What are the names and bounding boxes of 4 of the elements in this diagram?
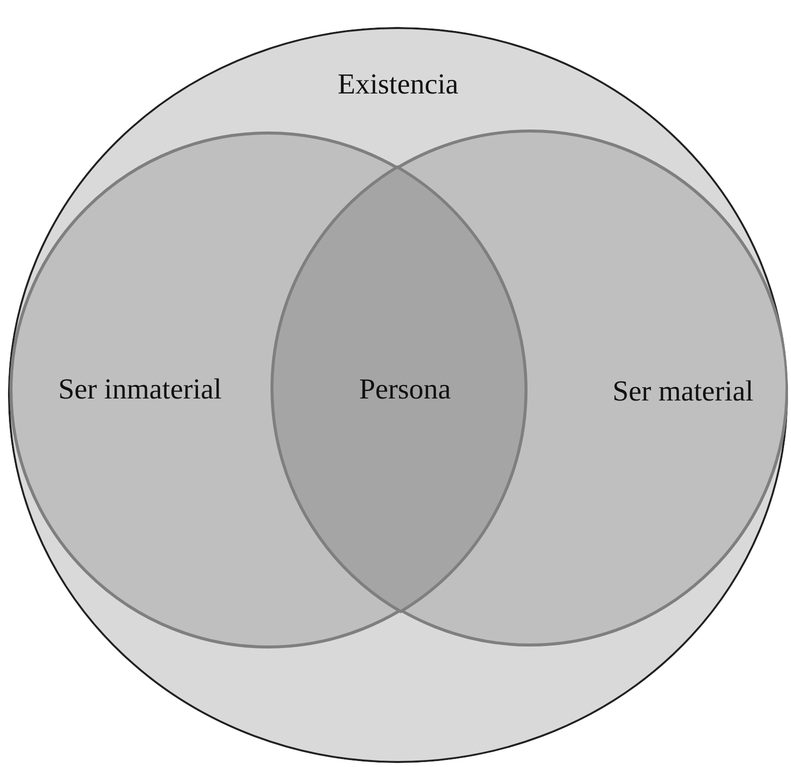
set-label: Ser inmaterial [58, 374, 222, 406]
set-label: Existencia [338, 68, 458, 102]
set-label: Ser material [612, 376, 754, 408]
set-label: Persona [359, 373, 451, 406]
